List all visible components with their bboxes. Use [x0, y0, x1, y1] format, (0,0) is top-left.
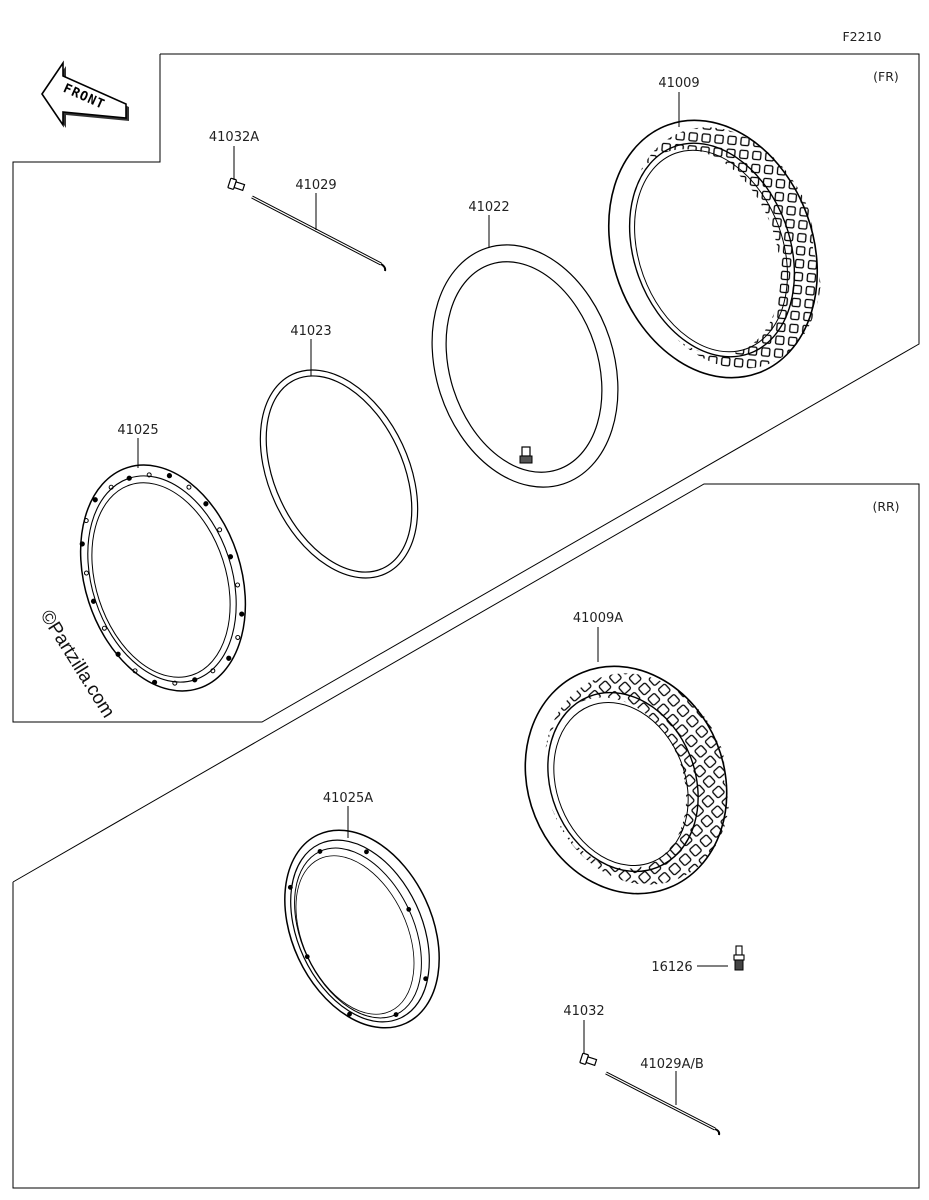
- label-41022: 41022: [468, 200, 509, 215]
- rear-section-frame: [12, 483, 920, 1189]
- part-41025-front-rim[interactable]: [53, 444, 273, 713]
- part-41022-inner-tube[interactable]: [402, 221, 648, 512]
- label-41009: 41009: [658, 76, 699, 91]
- label-41023: 41023: [290, 324, 331, 339]
- front-section-frame: [12, 53, 920, 723]
- front-direction-arrow: FRONT: [41, 60, 129, 128]
- part-41009-front-tire[interactable]: [574, 91, 854, 407]
- label-41025A: 41025A: [323, 791, 373, 806]
- part-41025A-rear-rim[interactable]: [255, 805, 470, 1053]
- figure-code: F2210: [842, 29, 881, 44]
- label-41025: 41025: [117, 423, 158, 438]
- label-16126: 16126: [651, 960, 692, 975]
- label-41009A: 41009A: [573, 611, 623, 626]
- part-41032-spoke-nipple[interactable]: [579, 1052, 598, 1067]
- label-41032: 41032: [563, 1004, 604, 1019]
- part-41023-rim-band[interactable]: [229, 345, 449, 604]
- rear-section-label: (RR): [872, 499, 899, 514]
- part-41029AB-spoke[interactable]: [605, 1071, 721, 1136]
- watermark: ©Partzilla.com: [36, 607, 119, 722]
- part-41009A-rear-tire[interactable]: [492, 636, 761, 925]
- part-16126-valve[interactable]: [733, 945, 745, 971]
- label-41029: 41029: [295, 178, 336, 193]
- front-section-label: (FR): [873, 69, 899, 84]
- part-41029-spoke[interactable]: [251, 195, 387, 272]
- part-41032A-spoke-nipple[interactable]: [227, 177, 246, 192]
- label-41032A: 41032A: [209, 130, 259, 145]
- label-41029A-B: 41029A/B: [640, 1057, 704, 1072]
